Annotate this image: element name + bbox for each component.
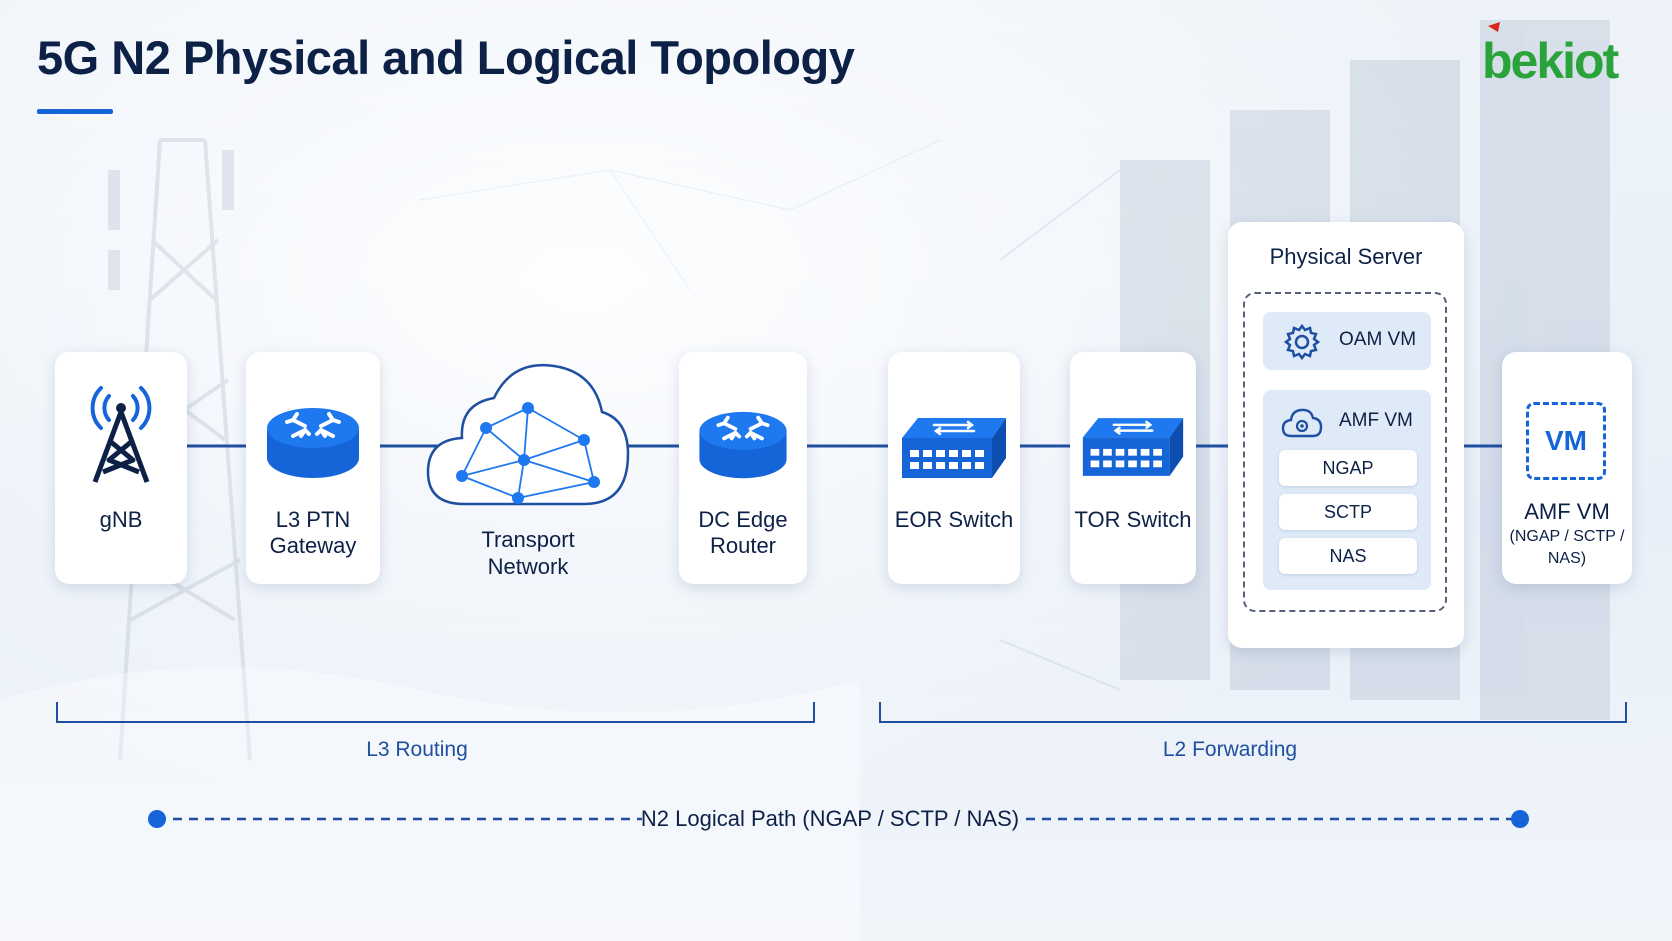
gnb-label: gNB [99, 507, 143, 532]
dc-edge-router-label-1: DC Edge [698, 507, 788, 532]
oam-vm-label: OAM VM [1339, 329, 1417, 350]
l3-ptn-gateway-label-2: Gateway [269, 533, 357, 558]
tor-switch-node[interactable]: TOR Switch [1070, 352, 1196, 584]
amf-vm-sub-label-1: (NGAP / SCTP / [1509, 528, 1625, 545]
l3-ptn-gateway-node[interactable]: L3 PTN Gateway [246, 352, 380, 584]
logical-path-label: N2 Logical Path (NGAP / SCTP / NAS) [640, 806, 1020, 831]
tor-switch-label: TOR Switch [1074, 507, 1192, 532]
eor-switch-label: EOR Switch [894, 507, 1014, 532]
transport-network-label-1: Transport [481, 527, 575, 552]
cloud-gear-icon [1281, 408, 1323, 438]
cloud-network-icon[interactable] [424, 356, 632, 516]
amf-vm-label: AMF VM [1524, 499, 1610, 524]
vm-icon-text: VM [1545, 425, 1587, 456]
amf-vm-inner-label: AMF VM [1339, 410, 1413, 431]
switch-icon [902, 418, 1006, 478]
gear-icon [1283, 323, 1321, 361]
transport-network-label: Transport Network [438, 526, 618, 580]
router-icon [267, 408, 359, 478]
l2-bracket [879, 702, 1627, 723]
physical-server-node[interactable]: Physical Server OAM VM AMF VM NGAP SCTP … [1228, 222, 1464, 648]
switch-icon [1082, 418, 1184, 476]
vm-container: OAM VM AMF VM NGAP SCTP NAS [1243, 292, 1447, 612]
protocol-nas: NAS [1279, 538, 1417, 574]
oam-vm[interactable]: OAM VM [1263, 312, 1431, 370]
svg-text:bekiot: bekiot [1482, 33, 1620, 89]
l2-forwarding-label: L2 Forwarding [1162, 738, 1298, 761]
gnb-node[interactable]: gNB [55, 352, 187, 584]
l3-ptn-gateway-label-1: L3 PTN [275, 507, 351, 532]
cell-tower-icon [90, 386, 152, 483]
vm-icon: VM [1526, 402, 1606, 480]
amf-vm-node[interactable]: VM AMF VM (NGAP / SCTP / NAS) [1502, 352, 1632, 584]
dc-edge-router-node[interactable]: DC Edge Router [679, 352, 807, 584]
protocol-ngap: NGAP [1279, 450, 1417, 486]
router-icon [699, 411, 787, 479]
protocol-sctp: SCTP [1279, 494, 1417, 530]
brand-logo: bekiot [1482, 22, 1622, 89]
title-underline [37, 109, 113, 114]
amf-vm-inner[interactable]: AMF VM NGAP SCTP NAS [1263, 390, 1431, 590]
physical-server-title: Physical Server [1269, 244, 1423, 269]
amf-vm-sub-label: (NGAP / SCTP / NAS) [1502, 526, 1632, 570]
eor-switch-node[interactable]: EOR Switch [888, 352, 1020, 584]
l3-bracket [56, 702, 815, 723]
amf-vm-sub-label-2: NAS) [1547, 550, 1587, 567]
logical-path-start-dot [148, 810, 166, 828]
transport-network-label-2: Network [487, 554, 569, 579]
dc-edge-router-label-2: Router [709, 533, 777, 558]
page-title: 5G N2 Physical and Logical Topology [37, 31, 855, 84]
l3-routing-label: L3 Routing [366, 738, 468, 761]
logical-path-end-dot [1511, 810, 1529, 828]
